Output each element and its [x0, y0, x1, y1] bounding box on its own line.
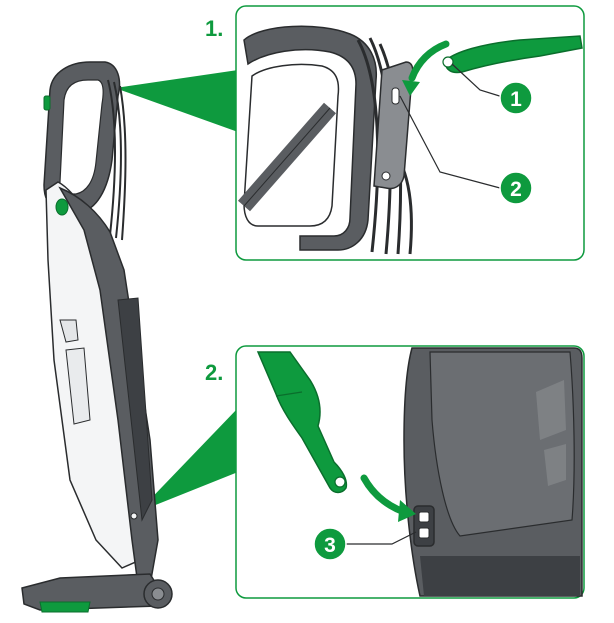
power-switch [55, 198, 69, 216]
vacuum-full-view [21, 61, 173, 613]
vacuum-body [58, 186, 159, 586]
callout-1-leader [451, 63, 507, 99]
cable-strap-clip [444, 35, 583, 74]
curved-arrow-icon [408, 40, 450, 82]
callout-2-leader [399, 95, 501, 189]
cable-hook [373, 61, 414, 190]
callout-2: 2 [499, 171, 533, 205]
detail-panel-2 [235, 345, 585, 599]
callout-1: 1 [499, 81, 533, 115]
callout-2-number: 2 [510, 178, 522, 201]
callout-3-number: 3 [324, 534, 336, 557]
callout-3: 3 [313, 527, 347, 561]
step-1-label: 1. [205, 16, 223, 41]
step-2-label: 2. [205, 360, 223, 385]
cable-strap-hanging [256, 351, 348, 494]
detail-panel-1 [235, 5, 585, 261]
zoom-wedge-1 [115, 70, 238, 132]
callout-1-number: 1 [510, 88, 522, 111]
callout-3-leader [340, 531, 417, 545]
zoom-wedge-2 [138, 408, 238, 512]
